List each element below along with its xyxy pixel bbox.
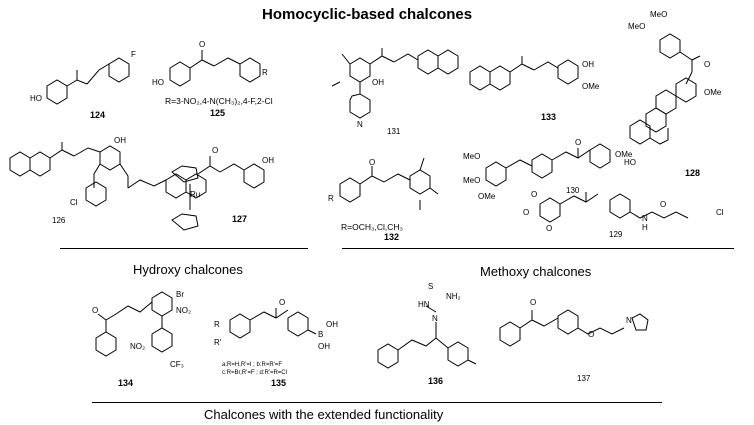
compound-number-129: 129 xyxy=(609,230,623,239)
atom-label: B xyxy=(318,330,324,339)
atom-label: O xyxy=(530,298,537,307)
atom-label: MeO xyxy=(628,22,646,31)
compound-number-128: 128 xyxy=(685,168,701,178)
atom-label: Ru xyxy=(190,190,201,199)
atom-label: MeO xyxy=(650,10,668,19)
atom-label: NO₂ xyxy=(176,306,192,315)
atom-label: O xyxy=(531,190,538,199)
compound-number-134: 134 xyxy=(118,378,134,388)
compound-number-130: 130 xyxy=(566,186,580,195)
atom-label: F xyxy=(131,50,136,59)
atom-label: OMe xyxy=(615,150,633,159)
atom-label: N xyxy=(626,316,632,325)
compound-number-135: 135 xyxy=(271,378,287,388)
compound-number-137: 137 xyxy=(577,374,591,383)
compound-number-132: 132 xyxy=(384,232,400,242)
substituent-note-125: R=3-NO₂,4-N(CH₃)₂,4-F,2-Cl xyxy=(165,96,273,106)
compound-number-124: 124 xyxy=(90,110,106,120)
compound-number-133: 133 xyxy=(541,112,557,122)
atom-label: NH₂ xyxy=(446,292,461,301)
atom-label: O xyxy=(575,138,582,147)
atom-label: OH xyxy=(372,78,384,87)
atom-label: O xyxy=(546,224,553,233)
atom-label: OH xyxy=(262,156,274,165)
atom-label: N xyxy=(642,214,648,223)
compound-number-131: 131 xyxy=(387,127,401,136)
atom-label: CF₃ xyxy=(170,360,184,369)
atom-label: OMe xyxy=(704,88,722,97)
atom-label: R' xyxy=(214,338,222,347)
atom-label: N xyxy=(357,120,363,129)
substituent-note-135a: a:R=H,R'=I ; b:R=R'=F xyxy=(222,362,282,368)
section-label-methoxy: Methoxy chalcones xyxy=(480,264,592,279)
section-label-extended: Chalcones with the extended functionalit… xyxy=(204,407,444,422)
atom-label: OH xyxy=(318,342,330,351)
page-title: Homocyclic-based chalcones xyxy=(262,6,473,23)
atom-label: OMe xyxy=(582,82,600,91)
section-label-hydroxy: Hydroxy chalcones xyxy=(133,262,243,277)
compound-number-136: 136 xyxy=(428,376,444,386)
atom-label: O xyxy=(369,158,376,167)
atom-label: Cl xyxy=(70,198,78,207)
atom-label: R xyxy=(328,194,334,203)
atom-label: Cl xyxy=(716,208,724,217)
section-divider-methoxy xyxy=(342,248,734,249)
atom-label: OMe xyxy=(478,192,496,201)
atom-label: MeO xyxy=(463,152,481,161)
atom-label: HO xyxy=(152,78,164,87)
atom-label: S xyxy=(428,282,434,291)
substituent-note-135b: c:R=Br,R'=F ; d:R'=R=Cl xyxy=(222,370,287,376)
atom-label: O xyxy=(660,200,667,209)
atom-label: NO₂ xyxy=(130,342,146,351)
atom-label: HN xyxy=(418,300,430,309)
section-divider-hydroxy xyxy=(60,248,308,249)
atom-label: O xyxy=(199,40,206,49)
atom-label: HO xyxy=(624,158,636,167)
atom-label: O xyxy=(279,298,286,307)
atom-label: OH xyxy=(582,60,594,69)
compound-number-127: 127 xyxy=(232,214,248,224)
atom-label: N xyxy=(432,314,438,323)
atom-label: R xyxy=(262,68,268,77)
atom-label: H xyxy=(642,223,648,232)
atom-label: O xyxy=(523,208,530,217)
compound-number-125: 125 xyxy=(210,108,226,118)
section-divider-extended xyxy=(92,402,662,403)
atom-label: R xyxy=(214,320,220,329)
atom-label: O xyxy=(704,60,711,69)
atom-label: O xyxy=(92,306,99,315)
atom-label: MeO xyxy=(463,176,481,185)
atom-label: O xyxy=(588,330,595,339)
atom-label: HO xyxy=(30,94,42,103)
compound-number-126: 126 xyxy=(52,216,66,225)
atom-label: O xyxy=(212,146,219,155)
atom-label: Br xyxy=(176,290,184,299)
substituent-note-132: R=OCH₃,Cl,CH₃ xyxy=(341,222,403,232)
atom-label: OH xyxy=(114,136,126,145)
atom-label: OH xyxy=(326,320,338,329)
